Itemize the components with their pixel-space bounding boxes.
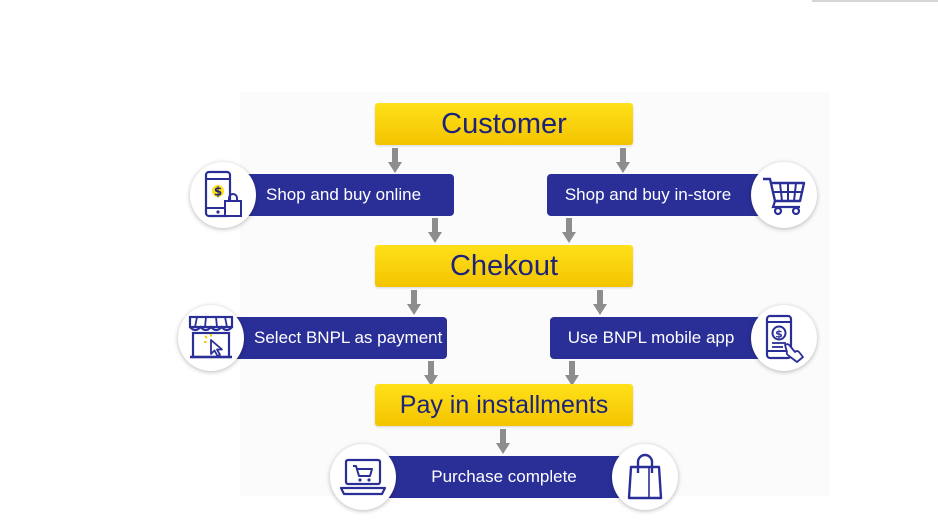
purchase-complete-box: Purchase complete bbox=[372, 456, 636, 498]
arrow-down bbox=[562, 218, 576, 244]
shop-online-box: Shop and buy online bbox=[238, 174, 454, 216]
mobile-app-icon-circle: $ bbox=[751, 305, 817, 371]
arrow-down bbox=[616, 148, 630, 174]
customer-label: Customer bbox=[441, 107, 567, 140]
arrow-down bbox=[593, 290, 607, 316]
window-edge-bar bbox=[812, 0, 938, 2]
mobile-app-label: Use BNPL mobile app bbox=[567, 328, 735, 347]
laptop-cart-icon bbox=[339, 458, 387, 496]
phone-shopping-icon: $ bbox=[204, 170, 242, 218]
arrow-down bbox=[428, 218, 442, 244]
shop-instore-icon-circle bbox=[751, 162, 817, 228]
shop-online-label: Shop and buy online bbox=[266, 185, 422, 204]
select-bnpl-icon-circle bbox=[178, 305, 244, 371]
shopping-cart-icon bbox=[763, 177, 806, 216]
svg-text:$: $ bbox=[775, 328, 783, 341]
arrow-down bbox=[424, 361, 438, 387]
installments-box: Pay in installments bbox=[375, 384, 633, 426]
checkout-label: Chekout bbox=[449, 249, 558, 282]
shop-instore-label: Shop and buy in-store bbox=[564, 185, 732, 204]
svg-text:$: $ bbox=[214, 185, 222, 199]
select-bnpl-box: Select BNPL as payment bbox=[226, 317, 447, 359]
arrow-down bbox=[388, 148, 402, 174]
storefront-click-icon bbox=[188, 315, 234, 359]
shopping-bag-icon bbox=[627, 453, 663, 500]
purchase-laptop-icon-circle bbox=[330, 444, 396, 510]
phone-pay-icon: $ bbox=[765, 314, 804, 363]
arrow-down bbox=[407, 290, 421, 316]
arrow-down bbox=[496, 429, 510, 455]
select-bnpl-label: Select BNPL as payment bbox=[254, 328, 443, 347]
purchase-bag-icon-circle bbox=[612, 444, 678, 510]
shop-instore-box: Shop and buy in-store bbox=[547, 174, 773, 216]
mobile-app-box: Use BNPL mobile app bbox=[550, 317, 776, 359]
arrow-down bbox=[565, 361, 579, 387]
installments-label: Pay in installments bbox=[399, 390, 609, 419]
shop-online-icon-circle: $ bbox=[190, 162, 256, 228]
customer-box: Customer bbox=[375, 103, 633, 145]
diagram-background bbox=[240, 92, 830, 496]
checkout-box: Chekout bbox=[375, 245, 633, 287]
purchase-complete-label: Purchase complete bbox=[431, 467, 577, 486]
